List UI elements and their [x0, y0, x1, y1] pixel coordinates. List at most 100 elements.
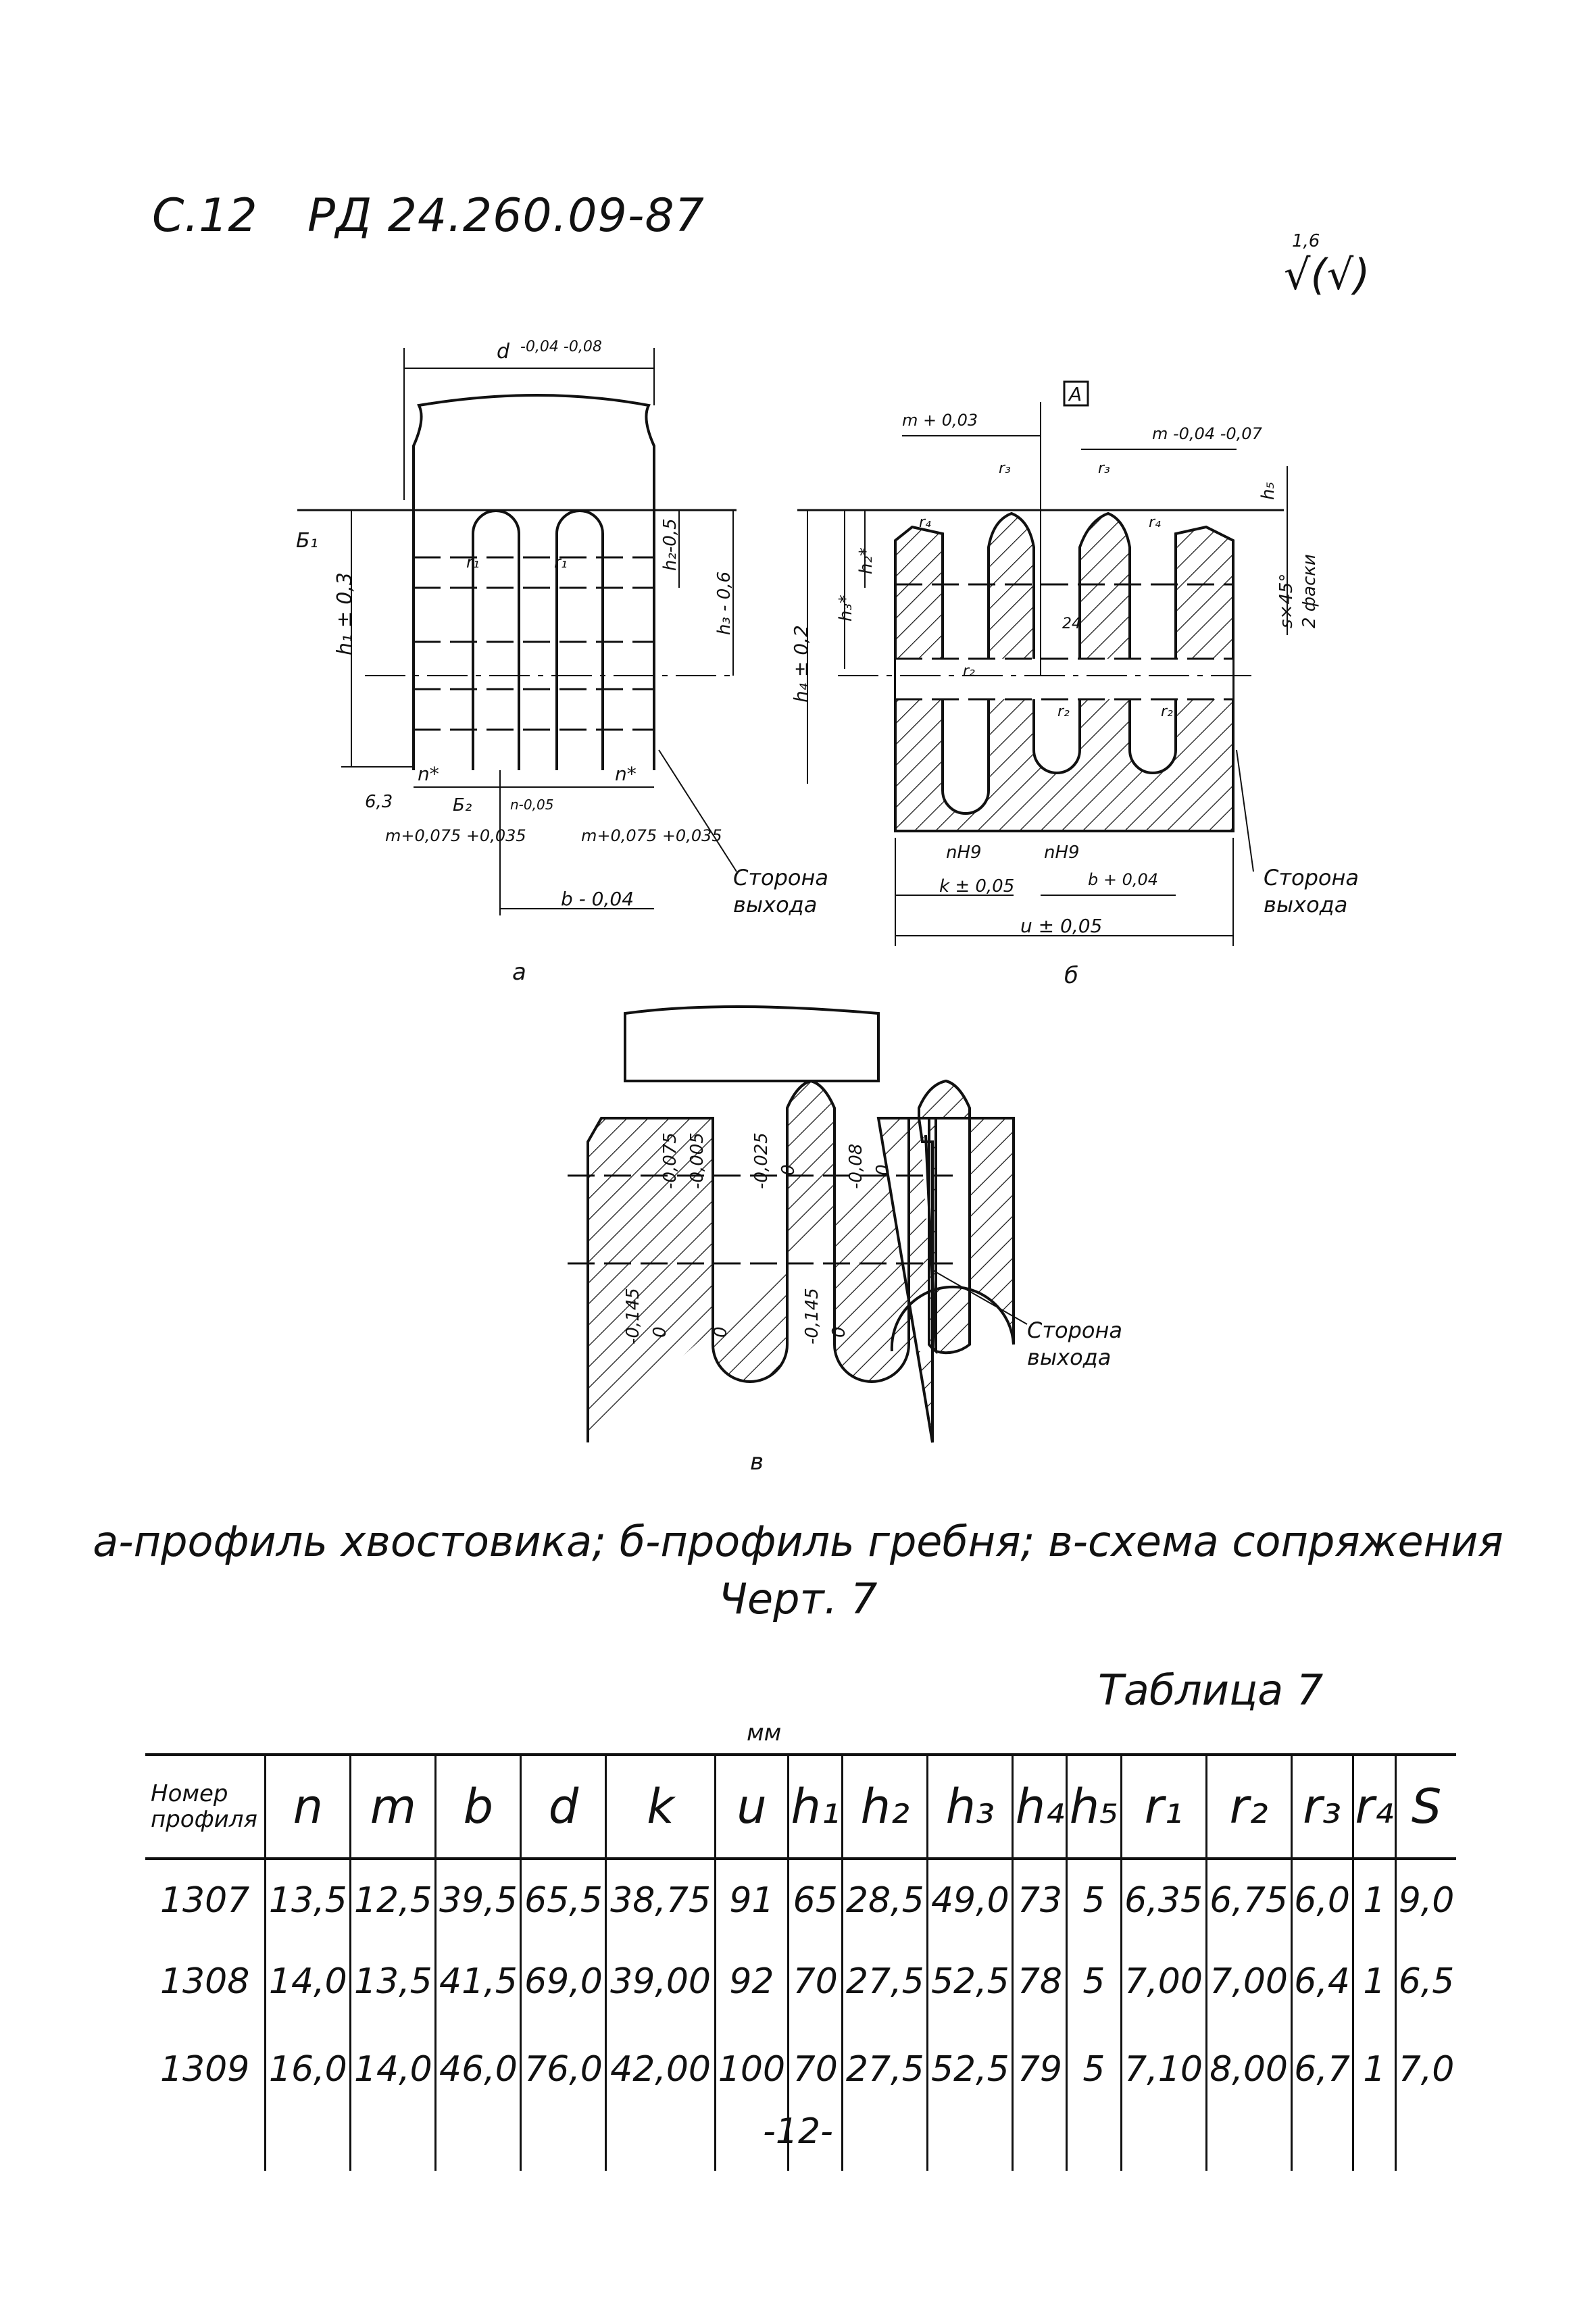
table-cell: 5	[1066, 2022, 1121, 2171]
mating-shank	[624, 1005, 880, 1082]
fig-b-r4-label-2: r₄	[1149, 514, 1161, 531]
header-s: S	[1395, 1753, 1456, 1860]
table-cell: 52,5	[926, 1941, 1013, 2022]
fig-b-side-label-1: Сторона	[1264, 865, 1359, 890]
table-units: мм	[747, 1719, 782, 1746]
header-h1: h₁	[787, 1753, 843, 1860]
table-cell: 6,5	[1395, 1941, 1456, 2022]
table-cell: 1	[1351, 2022, 1396, 2171]
roughness-value: 1,6	[1292, 231, 1320, 251]
table-cell: 1	[1351, 1941, 1396, 2022]
table-cell: 46,0	[434, 2022, 521, 2171]
table-cell: 100	[714, 2022, 789, 2171]
drawings: d -0,04 -0,08 h₁ ± 0,3 h₂-0,5 h₃ - 0,6 r…	[296, 338, 1359, 1476]
table-cell: 27,5	[841, 1941, 928, 2022]
table-cell: 9,0	[1395, 1859, 1456, 1941]
header-h3: h₃	[926, 1753, 1013, 1860]
figure-a-labels: d -0,04 -0,08 h₁ ± 0,3 h₂-0,5 h₃ - 0,6 r…	[296, 338, 828, 986]
header-u: u	[714, 1753, 789, 1860]
fig-c-side-label-2: выхода	[1027, 1344, 1111, 1370]
fig-b-m-minus: m -0,04 -0,07	[1152, 424, 1263, 443]
header-profile-number: Номер профиля	[145, 1753, 266, 1860]
shank-slot-1	[472, 509, 520, 770]
fig-a-datum-b2: Б₂	[453, 795, 472, 815]
fig-a-datum-b1: Б₁	[296, 529, 318, 553]
table-cell: 73	[1012, 1859, 1067, 1941]
table-cell: 6,7	[1290, 2022, 1353, 2171]
fig-b-nh9-label-1: nH9	[946, 842, 982, 863]
fig-a-n-label-1: n*	[418, 763, 439, 785]
header-h2: h₂	[841, 1753, 928, 1860]
figure-c-mating-scheme	[568, 1005, 1028, 1443]
table-cell: 16,0	[264, 2022, 351, 2171]
table-cell: 6,75	[1205, 1859, 1292, 1941]
fig-b-k-label: k ± 0,05	[939, 876, 1014, 897]
fig-b-chamfer-1: s×45°	[1276, 574, 1297, 628]
fig-c-tol-10: -0,145	[802, 1288, 822, 1344]
table-cell: 7,10	[1120, 2022, 1207, 2171]
table-cell: 5	[1066, 1859, 1121, 1941]
table-cell: 1309	[159, 2049, 250, 2090]
header-m: m	[349, 1753, 436, 1860]
table-cell: 14,0	[264, 1941, 351, 2022]
fig-a-r1-label-2: r₁	[554, 553, 568, 572]
fig-b-h2-label: h₂*	[856, 547, 876, 574]
table-cell: 13,5	[264, 1859, 351, 1941]
table-header-row: Номер профиля n m b d k u h₁ h₂ h₃ h₄ h₅…	[145, 1753, 1456, 1860]
fig-a-h1-label: h₁ ± 0,3	[333, 572, 357, 655]
mating-hatched-body	[587, 1079, 1015, 1443]
fig-b-h4-label: h₄ ± 0,2	[790, 625, 812, 703]
table-cell: 39,00	[605, 1941, 716, 2022]
profile-table: Номер профиля n m b d k u h₁ h₂ h₃ h₄ h₅…	[145, 1753, 1456, 2171]
table-cell: 1308	[159, 1961, 250, 2002]
table-cell: 6,4	[1290, 1941, 1353, 2022]
figure-b-comb-profile	[797, 380, 1288, 946]
table-cell: 12,5	[349, 1859, 436, 1941]
fig-b-u-label: u ± 0,05	[1020, 915, 1102, 937]
fig-b-letter: б	[1064, 962, 1078, 989]
table-cell: 7,00	[1205, 1941, 1292, 2022]
fig-c-tol-1: -0,075	[660, 1132, 680, 1189]
table-title: Таблица 7	[1098, 1665, 1324, 1715]
table-cell: 70	[787, 1941, 843, 2022]
fig-b-b-label: b + 0,04	[1088, 870, 1158, 889]
fig-c-tol-2: -0,005	[687, 1132, 707, 1189]
document-number: РД 24.260.09-87	[307, 189, 705, 243]
fig-c-tol-11: 0	[829, 1326, 849, 1338]
fig-b-nh9-label-2: nH9	[1044, 842, 1080, 863]
fig-a-d-label: d	[497, 340, 510, 363]
fig-a-letter: а	[512, 959, 526, 986]
table-cell: 14,0	[349, 2022, 436, 2171]
header-r4: r₄	[1351, 1753, 1396, 1860]
general-roughness-mark: 1,6 √(√)	[1284, 231, 1370, 299]
fig-a-h3-label: h₃ - 0,6	[714, 572, 734, 635]
fig-a-side-label-1: Сторона	[733, 865, 828, 890]
fig-a-m-tolerance-1: m+0,075 +0,035	[385, 826, 526, 845]
table-cell: 69,0	[520, 1941, 606, 2022]
figure-c-labels: -0,075 -0,005 -0,025 0 -0,08 0 -0,145 0 …	[623, 1132, 1122, 1476]
header-n: n	[264, 1753, 351, 1860]
fig-a-side-label-2: выхода	[733, 892, 817, 917]
figure-b-labels: A m + 0,03 m -0,04 -0,07 h₅ h₂* h₃* h₄ ±…	[790, 383, 1359, 989]
header-b: b	[434, 1753, 521, 1860]
fig-a-h2-label: h₂-0,5	[660, 518, 680, 571]
fig-a-roughness: 6,3	[365, 792, 393, 812]
table-row: 1308 14,0 13,5 41,5 69,0 39,00 92 70 27,…	[145, 1941, 1456, 2022]
table-row: 1307 13,5 12,5 39,5 65,5 38,75 91 65 28,…	[145, 1859, 1456, 1941]
table-cell: 49,0	[926, 1859, 1013, 1941]
table-cell: 79	[1012, 2022, 1067, 2171]
table-cell: 91	[714, 1859, 789, 1941]
fig-c-tol-6: 0	[873, 1164, 893, 1176]
table-cell: 6,35	[1120, 1859, 1207, 1941]
table-cell: 1307	[159, 1880, 250, 1921]
fig-b-r2-label-2: r₂	[1057, 703, 1070, 720]
table-cell: 38,75	[605, 1859, 716, 1941]
fig-b-h5-label: h₅	[1258, 482, 1278, 500]
header-d: d	[520, 1753, 606, 1860]
table-cell: 13,5	[349, 1941, 436, 2022]
fig-c-tol-3: -0,025	[751, 1132, 772, 1189]
roughness-symbol: √(√)	[1284, 250, 1370, 299]
shank-slot-2	[555, 509, 604, 770]
header-h5: h₅	[1066, 1753, 1121, 1860]
table-cell: 92	[714, 1941, 789, 2022]
